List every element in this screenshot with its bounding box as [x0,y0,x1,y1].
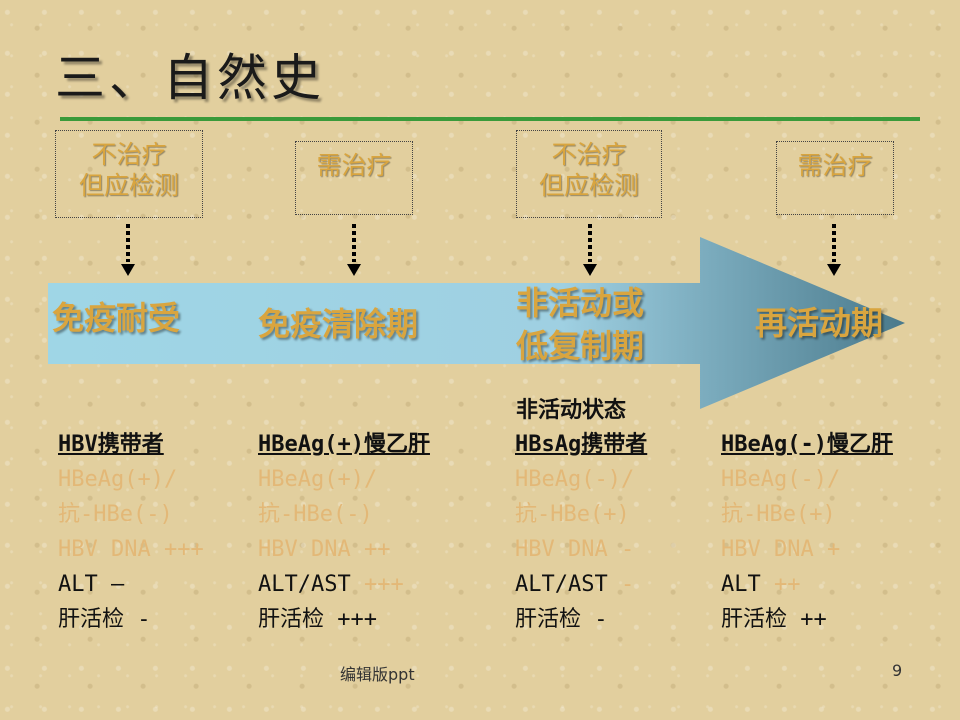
hbv-dna-row: HBV DNA - [515,537,635,562]
box-4-line1: 需治疗 [797,151,873,180]
recommendation-box-4: 需治疗 [776,141,894,215]
column-heading: HBV携带者 [58,432,164,457]
hbeag-row: HBeAg(-)/ [515,467,635,492]
anti-hbe-row: 抗-HBe(-) [58,502,173,527]
footer-source: 编辑版ppt [340,665,415,684]
alt-label: ALT/AST [515,572,608,597]
column-hbsag-carrier: HBsAg携带者 HBeAg(-)/ 抗-HBe(+) HBV DNA - AL… [515,430,647,640]
column-heading: HBeAg(+)慢乙肝 [258,432,430,457]
column-hbeag-positive: HBeAg(+)慢乙肝 HBeAg(+)/ 抗-HBe(-) HBV DNA +… [258,430,430,640]
title-divider [60,117,920,121]
biopsy-row: 肝活检 - [515,607,608,632]
biopsy-row: 肝活检 ++ [721,607,827,632]
recommendation-box-2: 需治疗 [295,141,413,215]
biopsy-row: 肝活检 +++ [258,607,377,632]
phase-inactive-line1: 非活动或 [516,284,645,322]
hbv-dna-row: HBV DNA +++ [58,537,204,562]
alt-row: ALT/AST +++ [258,570,430,605]
box-3-line2: 但应检测 [538,171,639,200]
alt-value: +++ [350,572,404,597]
biopsy-row: 肝活检 - [58,607,151,632]
box-1-line1: 不治疗 [91,140,167,169]
column-heading: HBsAg携带者 [515,432,648,457]
hbeag-row: HBeAg(+)/ [58,467,178,492]
box-3-line1: 不治疗 [551,140,627,169]
hbeag-row: HBeAg(-)/ [721,467,841,492]
column-hbeag-negative: HBeAg(-)慢乙肝 HBeAg(-)/ 抗-HBe(+) HBV DNA +… [721,430,893,640]
alt-value: ++ [760,572,801,597]
hbv-dna-row: HBV DNA + [721,537,841,562]
phase-reactivation: 再活动期 [755,304,884,342]
phase-immune-clearance: 免疫清除期 [258,305,419,343]
page-title: 三、自然史 [55,49,325,107]
hbv-dna-row: HBV DNA ++ [258,537,391,562]
alt-row: ALT – [58,570,204,605]
anti-hbe-row: 抗-HBe(-) [258,502,373,527]
phase-immune-tolerance: 免疫耐受 [52,299,181,337]
hbeag-row: HBeAg(+)/ [258,467,378,492]
alt-label: ALT [721,572,761,597]
recommendation-box-3: 不治疗 但应检测 [516,130,662,218]
alt-row: ALT ++ [721,570,893,605]
box-1-line2: 但应检测 [78,171,179,200]
anti-hbe-row: 抗-HBe(+) [515,502,630,527]
box-2-line1: 需治疗 [316,151,392,180]
column-heading: HBeAg(-)慢乙肝 [721,432,893,457]
inactive-state-label: 非活动状态 [516,398,627,423]
alt-value: - [607,572,635,597]
phase-inactive-line2: 低复制期 [516,327,645,365]
recommendation-box-1: 不治疗 但应检测 [55,130,203,218]
anti-hbe-row: 抗-HBe(+) [721,502,836,527]
alt-label: ALT – [58,572,125,597]
alt-label: ALT/AST [258,572,351,597]
page-number: 9 [892,661,903,680]
alt-row: ALT/AST - [515,570,647,605]
column-hbv-carrier: HBV携带者 HBeAg(+)/ 抗-HBe(-) HBV DNA +++ AL… [58,430,204,640]
